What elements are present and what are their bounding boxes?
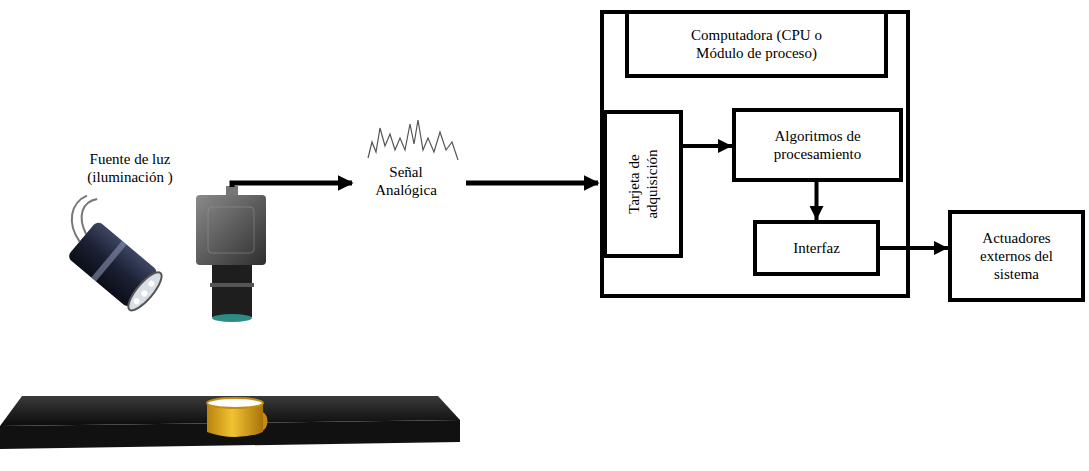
signal-arrow bbox=[232, 183, 352, 187]
box-text: Actuadores externos del sistema bbox=[969, 229, 1065, 283]
actuator-box: Actuadores externos del sistema bbox=[948, 210, 1085, 302]
camera-face bbox=[208, 207, 254, 253]
box-text: Tarjeta de adquisición bbox=[625, 136, 661, 232]
flow-arrow bbox=[815, 182, 819, 220]
acquisition-card: Tarjeta de adquisición bbox=[603, 110, 683, 258]
camera-lens bbox=[212, 265, 252, 317]
light-source-label: Fuente de luz (iluminación ) bbox=[78, 150, 182, 186]
process-box: Algoritmos de procesamiento bbox=[732, 108, 903, 182]
computer-box: Computadora (CPU o Módulo de proceso) Tar… bbox=[600, 10, 910, 298]
cpu-box: Computadora (CPU o Módulo de proceso) bbox=[625, 10, 888, 78]
camera-body bbox=[196, 195, 266, 265]
lens-glass bbox=[212, 314, 252, 322]
box-text: Algoritmos de procesamiento bbox=[762, 127, 874, 163]
signal-label: Señal Analógica bbox=[366, 163, 446, 199]
box-text: Computadora (CPU o Módulo de proceso) bbox=[682, 26, 832, 62]
lens-ring bbox=[210, 283, 254, 287]
mug-rim bbox=[207, 398, 263, 408]
interface-box: Interfaz bbox=[753, 220, 880, 276]
signal-waveform bbox=[368, 120, 458, 160]
box-text: Interfaz bbox=[767, 239, 867, 257]
signal-arrow bbox=[466, 181, 598, 186]
flow-arrow bbox=[683, 144, 732, 148]
flow-arrow bbox=[880, 246, 948, 250]
camera-connector bbox=[226, 186, 238, 196]
light-source bbox=[46, 191, 177, 315]
